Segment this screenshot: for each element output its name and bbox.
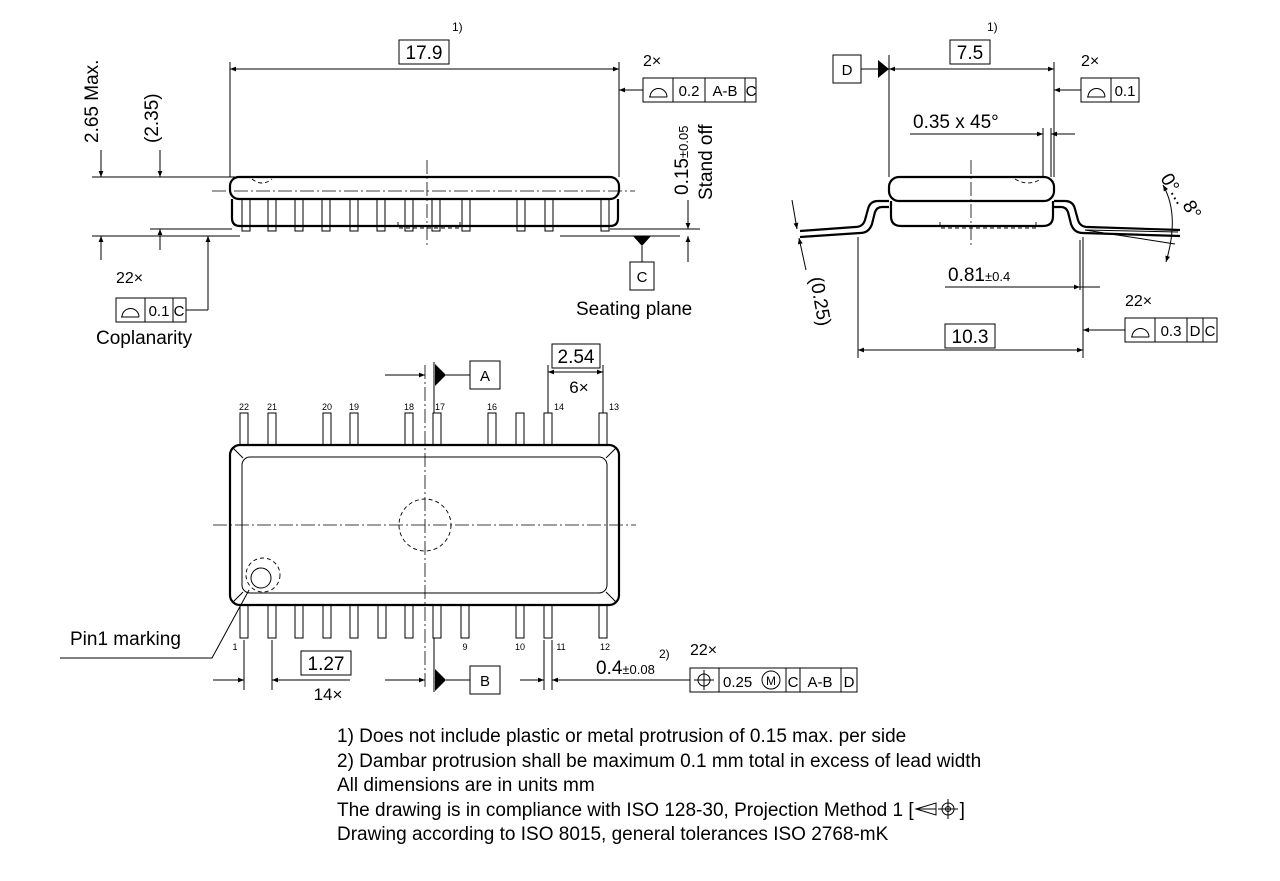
pitch-dimension: 1.27 [308, 654, 345, 675]
svg-text:D: D [844, 674, 855, 691]
coplanarity-frame: 0.1 C [115, 297, 187, 323]
svg-text:D: D [1190, 323, 1201, 340]
pitch-count: 14× [314, 685, 343, 704]
svg-text:A-B: A-B [807, 674, 832, 691]
svg-text:C: C [788, 674, 799, 691]
side-lead-right [1054, 199, 1181, 232]
projection-method-icon [913, 798, 958, 819]
side-view: D 7.5 1) 2× 0.1 0.35 x 45° 0° ... 8° [791, 20, 1218, 358]
side-profile-frame: 0.1 [1080, 77, 1140, 103]
svg-text:0.3: 0.3 [1161, 323, 1182, 340]
lead-width-note: 2) [659, 647, 670, 661]
bottom-leads [239, 604, 608, 639]
front-body-lower [230, 199, 620, 228]
note-1: 1) Does not include plastic or metal pro… [337, 726, 907, 747]
top-view: 22 21 20 19 18 17 16 14 13 1 9 10 11 12 [60, 343, 858, 704]
datum-a: A [480, 368, 490, 385]
length-dimension: 17.9 [406, 43, 443, 64]
lead-width-dimension: 0.4±0.08 [596, 658, 655, 679]
svg-text:12: 12 [600, 642, 610, 652]
wide-pitch-dimension: 2.54 [558, 347, 595, 368]
front-profile-frame: 0.2 A-B C [642, 77, 757, 103]
coplanarity-count: 22× [116, 270, 143, 287]
profile-surface-icon [1131, 328, 1150, 338]
svg-text:C: C [174, 303, 185, 320]
svg-text:C: C [1205, 323, 1216, 340]
length-note: 1) [452, 20, 463, 34]
foot-length-dimension: 0.81±0.4 [948, 265, 1010, 286]
standoff-label: Stand off [696, 124, 717, 200]
position-count: 22× [690, 642, 717, 659]
datum-b: B [480, 673, 490, 690]
notes: 1) Does not include plastic or metal pro… [337, 725, 981, 848]
max-height-dimension: 2.65 Max. [82, 60, 103, 143]
svg-text:22: 22 [239, 402, 249, 412]
svg-text:19: 19 [349, 402, 359, 412]
note-2: 2) Dambar protrusion shall be maximum 0.… [337, 750, 982, 772]
front-leads [241, 198, 610, 232]
note-units: All dimensions are in units mm [337, 775, 595, 796]
side-lead-left [799, 199, 889, 233]
pin1-label: Pin1 marking [70, 629, 181, 650]
front-body [228, 175, 621, 201]
standoff-dimension: 0.15±0.05 [672, 126, 693, 195]
note-tolerances: Drawing according to ISO 8015, general t… [337, 824, 889, 845]
profile-surface-icon [649, 88, 668, 98]
span-count: 22× [1125, 293, 1152, 310]
body-height-dimension: (2.35) [142, 93, 163, 143]
seating-datum: C [637, 269, 648, 286]
svg-text:14: 14 [554, 402, 564, 412]
position-frame: 0.25 M C A-B D [689, 667, 858, 693]
svg-text:13: 13 [609, 402, 619, 412]
svg-text:0.1: 0.1 [1115, 83, 1136, 100]
mmc-modifier-icon [761, 670, 781, 690]
top-pin-numbers: 22 21 20 19 18 17 16 14 13 [239, 402, 619, 412]
svg-text:0.25: 0.25 [723, 674, 752, 691]
svg-text:17: 17 [435, 402, 445, 412]
pin1-marking [250, 567, 272, 589]
front-profile-count: 2× [643, 53, 661, 70]
side-body-upper [887, 175, 1056, 203]
side-profile-count: 2× [1081, 53, 1099, 70]
svg-text:10: 10 [515, 642, 525, 652]
datum-d: D [842, 62, 853, 79]
svg-text:0.1: 0.1 [149, 303, 170, 320]
profile-surface-icon [121, 308, 140, 318]
svg-text:18: 18 [404, 402, 414, 412]
svg-text:1: 1 [232, 642, 237, 652]
chamfer-dimension: 0.35 x 45° [913, 112, 999, 133]
svg-text:16: 16 [487, 402, 497, 412]
svg-text:A-B: A-B [712, 83, 737, 100]
top-leads [239, 412, 608, 446]
lead-thickness-dimension: (0.25) [805, 275, 834, 328]
bottom-pin-numbers: 1 9 10 11 12 [232, 642, 610, 652]
seating-label: Seating plane [576, 299, 692, 320]
svg-text:C: C [746, 83, 757, 100]
svg-text:M: M [766, 674, 776, 688]
wide-pitch-count: 6× [569, 378, 588, 397]
coplanarity-label: Coplanarity [96, 328, 193, 349]
note-projection: The drawing is in compliance with ISO 12… [337, 798, 965, 821]
span-profile-frame: 0.3 D C [1124, 317, 1218, 343]
width-note: 1) [987, 20, 998, 34]
svg-text:20: 20 [322, 402, 332, 412]
svg-text:9: 9 [462, 642, 467, 652]
svg-text:11: 11 [556, 642, 565, 652]
svg-text:0.15±0.05: 0.15±0.05 [672, 126, 693, 195]
width-dimension: 7.5 [957, 43, 983, 64]
front-view: 17.9 1) 2× 0.2 A-B C 2.65 Max. (2.35) 22… [82, 20, 757, 349]
position-icon [694, 670, 714, 690]
svg-text:21: 21 [267, 402, 277, 412]
svg-text:0.2: 0.2 [679, 83, 700, 100]
span-dimension: 10.3 [952, 327, 989, 348]
profile-surface-icon [1087, 88, 1106, 98]
